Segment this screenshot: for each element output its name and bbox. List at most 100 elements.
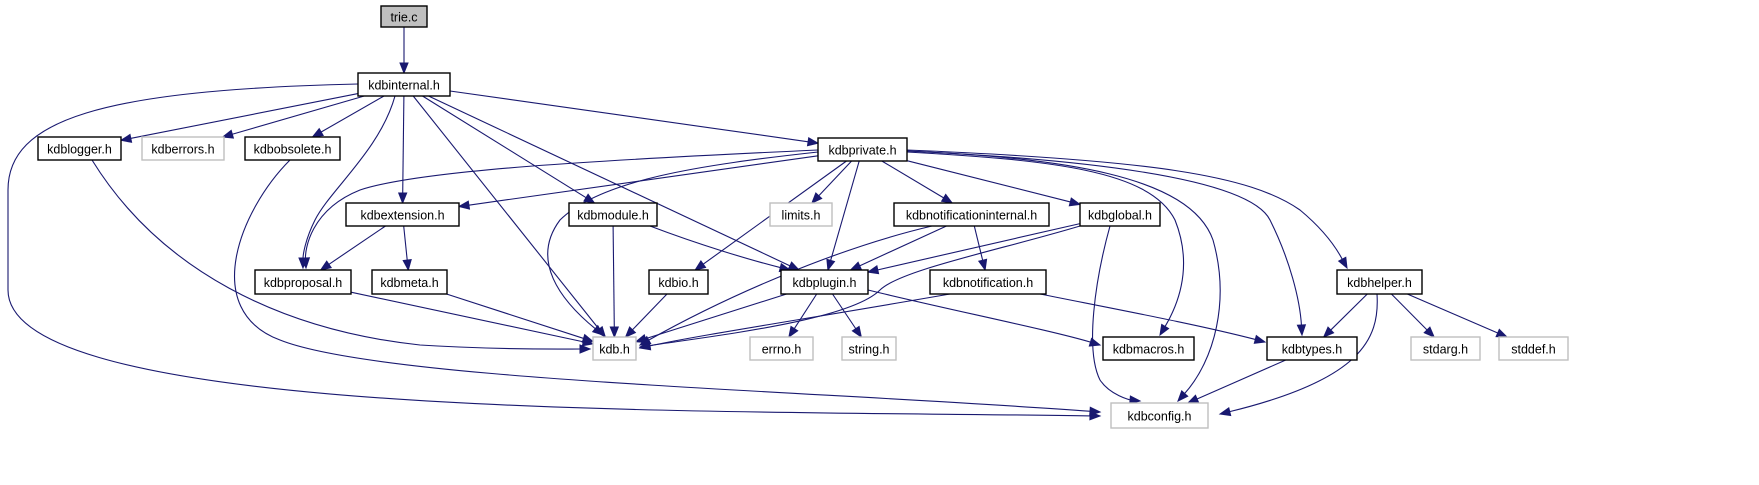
node-label: kdbmacros.h [1113, 343, 1185, 357]
node-kdbextension-h[interactable]: kdbextension.h [345, 202, 460, 227]
node-kdbobsolete-h[interactable]: kdbobsolete.h [244, 136, 341, 161]
node-box [1079, 202, 1161, 227]
arrowhead-icon [579, 344, 592, 354]
edge-kdbprivate-h-to-kdbglobal-h [906, 160, 1082, 207]
node-stdarg-h: stdarg.h [1410, 336, 1481, 361]
edge-kdbglobal-h-to-kdbconfig-h [1092, 225, 1142, 405]
edge-line [412, 95, 601, 331]
edge-kdbobsolete-h-to-kdbconfig-h [233, 159, 1102, 417]
node-box [1336, 269, 1423, 295]
node-label: errno.h [762, 343, 802, 357]
node-kdbglobal-h[interactable]: kdbglobal.h [1079, 202, 1161, 227]
node-kdbprivate-h[interactable]: kdbprivate.h [817, 137, 908, 162]
arrowhead-icon [399, 62, 409, 75]
arrowhead-icon [1495, 328, 1509, 338]
node-kdbplugin-h[interactable]: kdbplugin.h [780, 269, 869, 295]
arrowhead-icon [1177, 390, 1189, 402]
edge-line [647, 225, 933, 342]
node-box [1266, 336, 1358, 361]
edge-line [91, 159, 582, 350]
edge-line [906, 160, 1072, 203]
node-box [380, 5, 428, 28]
edge-line [631, 293, 668, 331]
node-kdbnotification-h[interactable]: kdbnotification.h [929, 269, 1047, 295]
node-box [592, 336, 637, 361]
edge-kdbplugin-h-to-string-h [832, 293, 863, 339]
arrowhead-icon [1186, 394, 1200, 404]
node-kdbproposal-h[interactable]: kdbproposal.h [254, 269, 352, 295]
node-box [244, 136, 341, 161]
node-kdbinternal-h[interactable]: kdbinternal.h [357, 72, 451, 97]
edge-line [304, 149, 819, 260]
edge-line [648, 293, 951, 347]
edge-line [906, 150, 1221, 395]
arrowhead-icon [397, 192, 408, 205]
node-label: kdbextension.h [360, 209, 444, 223]
arrowhead-icon [221, 129, 235, 139]
arrowhead-icon [977, 258, 988, 272]
arrowhead-icon [694, 260, 707, 271]
node-kdbtypes-h[interactable]: kdbtypes.h [1266, 336, 1358, 361]
node-box [141, 136, 225, 161]
edge-kdbextension-h-to-kdbmeta-h [402, 225, 412, 272]
edge-kdbprivate-h-to-kdbplugin-h [826, 160, 860, 272]
node-box [37, 136, 122, 161]
arrowhead-icon [300, 257, 311, 270]
node-kdbio-h[interactable]: kdbio.h [648, 269, 709, 295]
node-kdbhelper-h[interactable]: kdbhelper.h [1336, 269, 1423, 295]
arrowhead-icon [119, 133, 133, 143]
edge-kdbprivate-h-to-kdbmacros-h [906, 151, 1184, 337]
edge-line [612, 225, 615, 329]
arrowhead-icon [849, 261, 863, 271]
node-label: kdbnotificationinternal.h [906, 209, 1037, 223]
node-trie-c[interactable]: trie.c [380, 5, 428, 28]
arrowhead-icon [1337, 256, 1348, 270]
edge-line [449, 90, 810, 143]
arrowhead-icon [319, 260, 333, 271]
node-box [1110, 402, 1209, 429]
node-kdbmodule-h[interactable]: kdbmodule.h [568, 202, 658, 227]
edge-line [402, 95, 405, 195]
node-box [769, 202, 833, 227]
node-stddef-h: stddef.h [1498, 336, 1569, 361]
edge-kdbinternal-h-to-kdblogger-h [119, 93, 359, 143]
edge-kdbplugin-h-to-kdb-h [634, 293, 787, 344]
edge-line [906, 149, 1344, 261]
edge-kdbhelper-h-to-stddef-h [1407, 293, 1509, 338]
edge-kdbnotificationinternal-h-to-kdbnotification-h [973, 225, 988, 272]
edge-kdbinternal-h-to-kdbprivate-h [449, 90, 820, 147]
edge-kdbglobal-h-to-kdbplugin-h [866, 223, 1081, 275]
node-label: stdarg.h [1423, 343, 1468, 357]
arrowhead-icon [787, 261, 801, 271]
edge-line [1195, 359, 1287, 400]
edge-line [881, 160, 945, 199]
node-label: kdberrors.h [151, 143, 214, 157]
arrowhead-icon [1296, 324, 1307, 337]
node-box [648, 269, 709, 295]
edge-line [327, 225, 386, 266]
arrowhead-icon [581, 333, 595, 343]
edge-line [876, 223, 1081, 271]
edge-line [906, 150, 1303, 327]
edge-kdbprivate-h-to-kdbconfig-h [906, 150, 1221, 402]
node-label: kdbplugin.h [793, 276, 857, 290]
edge-kdbio-h-to-kdb-h [624, 293, 668, 338]
node-kdbmeta-h[interactable]: kdbmeta.h [371, 269, 448, 295]
edge-kdbinternal-h-to-kdbextension-h [397, 95, 408, 205]
node-box [780, 269, 869, 295]
edge-line [7, 83, 1092, 417]
node-kdb-h: kdb.h [592, 336, 637, 361]
node-label: kdbnotification.h [943, 276, 1033, 290]
node-kdblogger-h[interactable]: kdblogger.h [37, 136, 122, 161]
node-box [345, 202, 460, 227]
edge-kdbinternal-h-to-kdbmodule-h [422, 95, 596, 204]
nodes-layer: trie.c kdbinternal.h kdblogger.h kdberrors.… [37, 5, 1569, 429]
edge-line [1092, 225, 1132, 401]
edge-line [858, 225, 947, 267]
arrowhead-icon [591, 324, 605, 336]
node-kdbnotificationinternal-h[interactable]: kdbnotificationinternal.h [893, 202, 1050, 227]
arrowhead-icon [1423, 326, 1436, 338]
node-label: kdbhelper.h [1347, 276, 1412, 290]
node-kdbmacros-h[interactable]: kdbmacros.h [1102, 336, 1195, 361]
